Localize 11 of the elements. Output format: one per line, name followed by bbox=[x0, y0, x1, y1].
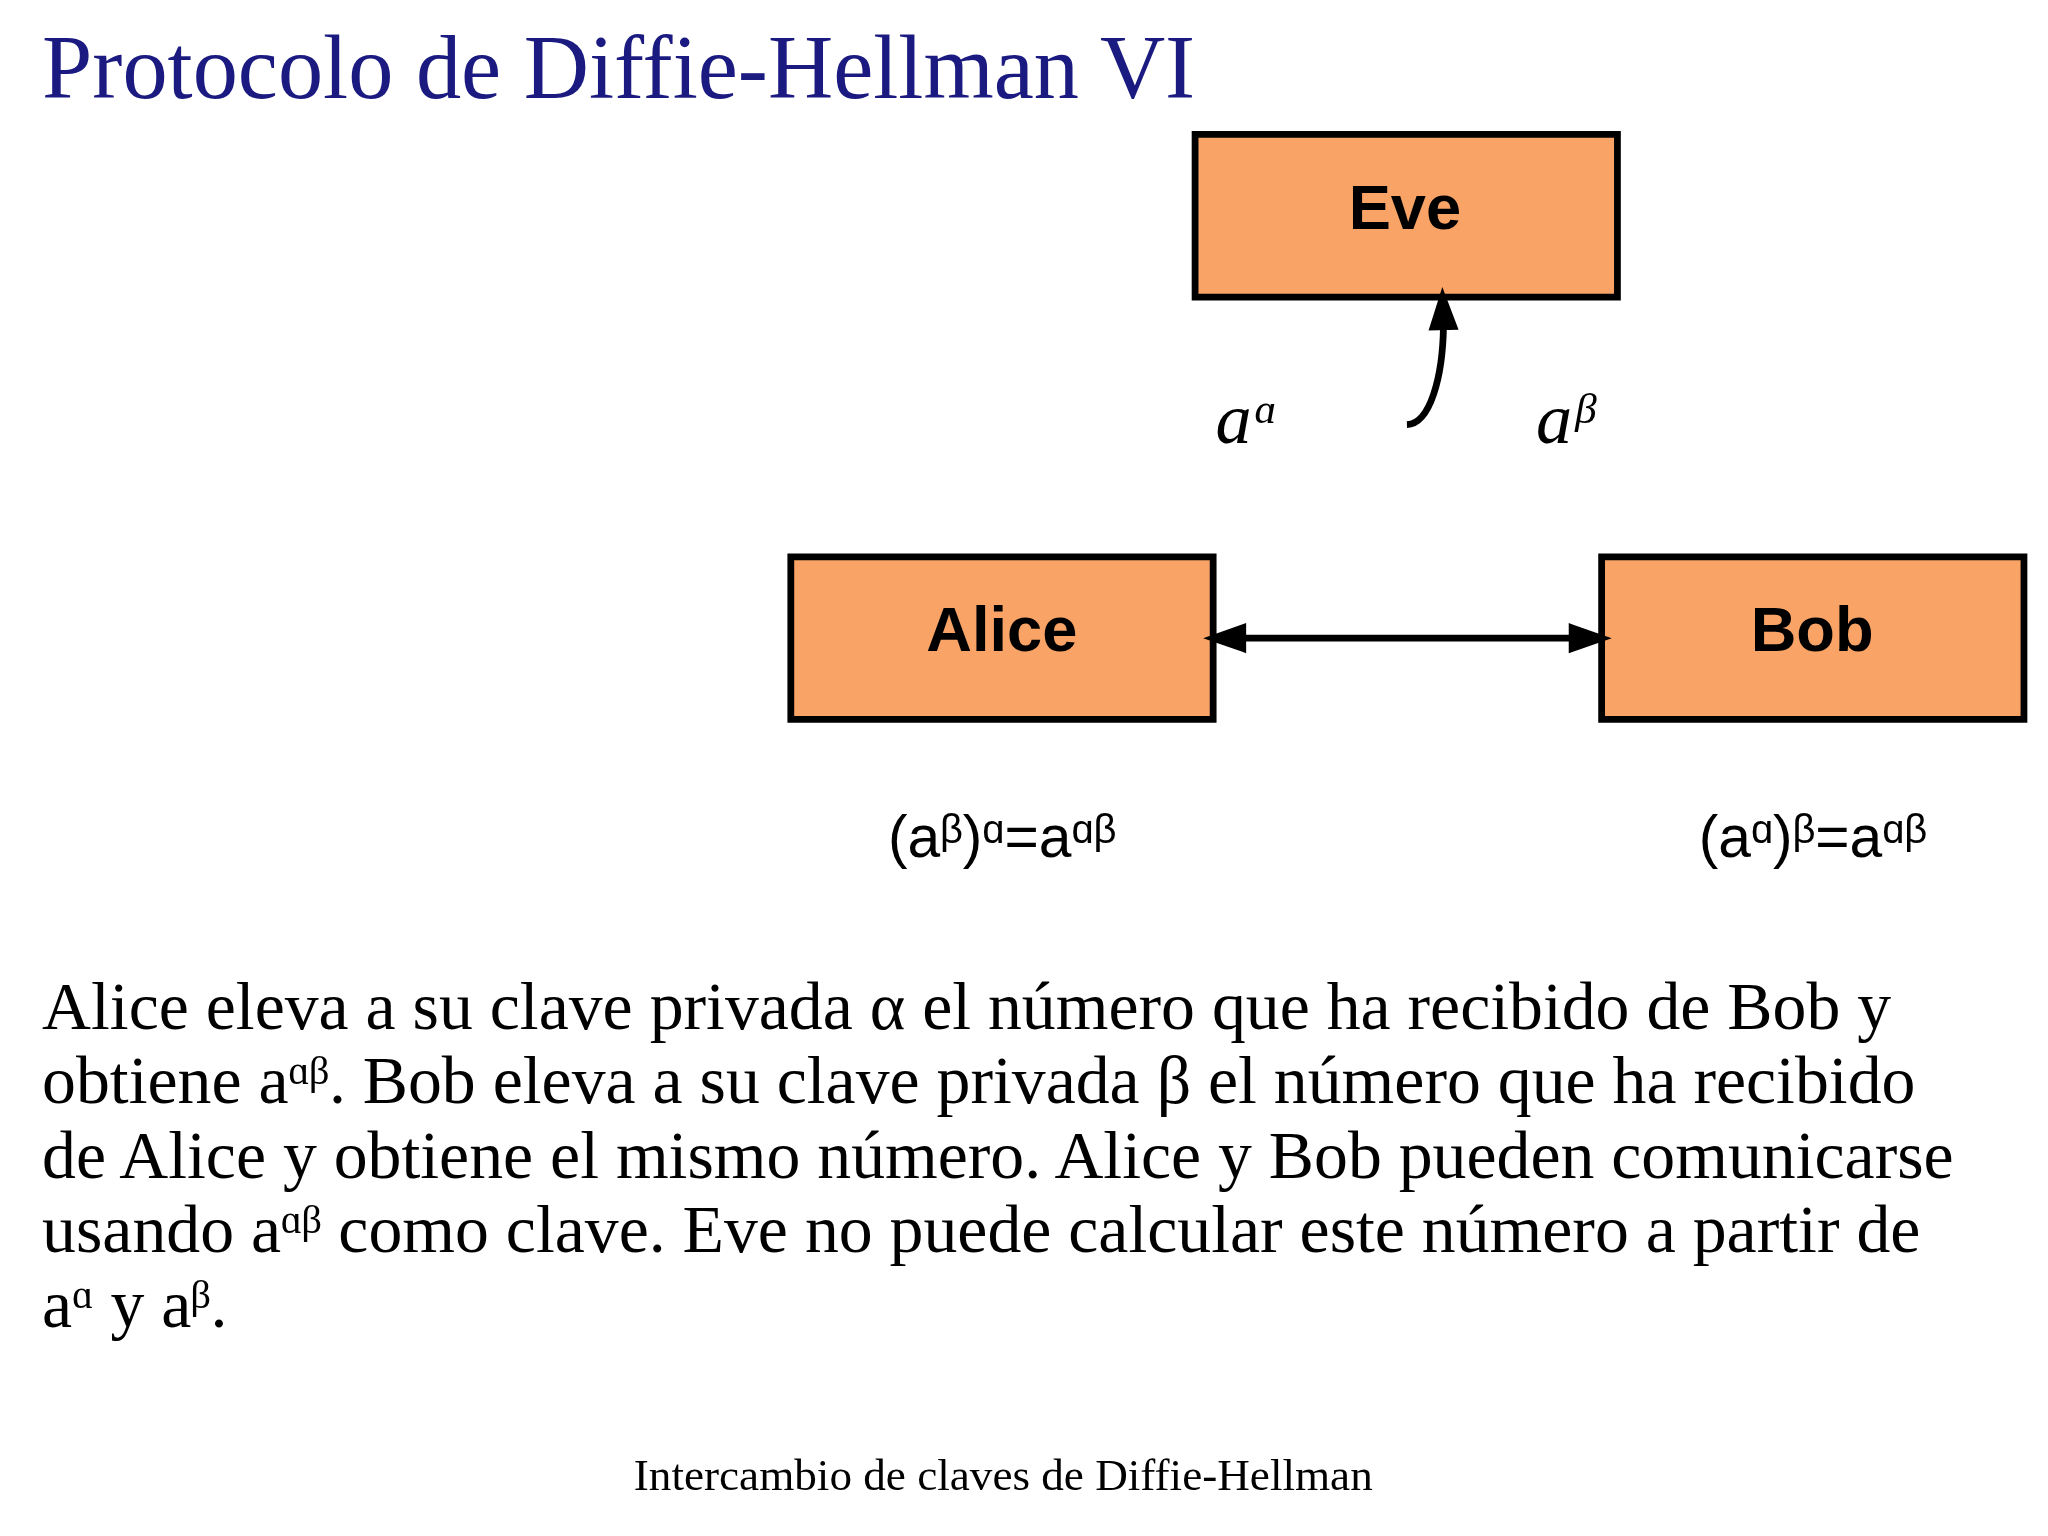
node-label: (aᵝ)ᵅ=aᵅᵝ bbox=[887, 803, 1117, 869]
node-box: Alice bbox=[787, 553, 1217, 723]
arrow bbox=[1406, 287, 1459, 428]
node-label: (aᵅ)ᵝ=aᵅᵝ bbox=[1698, 803, 1927, 869]
label: Alice eleva a su clave privada α el número que ha recibido de Bob y obtiene aᵅᵝ. Bob eleva a su clave privada β el número que ha recibido de Alice y obtiene el mismo número. Alice y Bob pueden comunicarse usando aᵅᵝ como clave. Eve no puede calcular este número a partir de aᵅ y aᵝ. bbox=[42, 968, 1954, 1342]
label: Intercambio de claves de Diffie-Hellman bbox=[633, 1449, 1373, 1500]
node-box: Eve bbox=[1191, 131, 1621, 301]
label: aᵅ bbox=[1215, 379, 1281, 459]
arrow bbox=[1203, 623, 1612, 654]
diagram-title: Protocolo de Diffie-Hellman VI bbox=[42, 17, 1196, 119]
node-box: Bob bbox=[1598, 553, 2028, 723]
